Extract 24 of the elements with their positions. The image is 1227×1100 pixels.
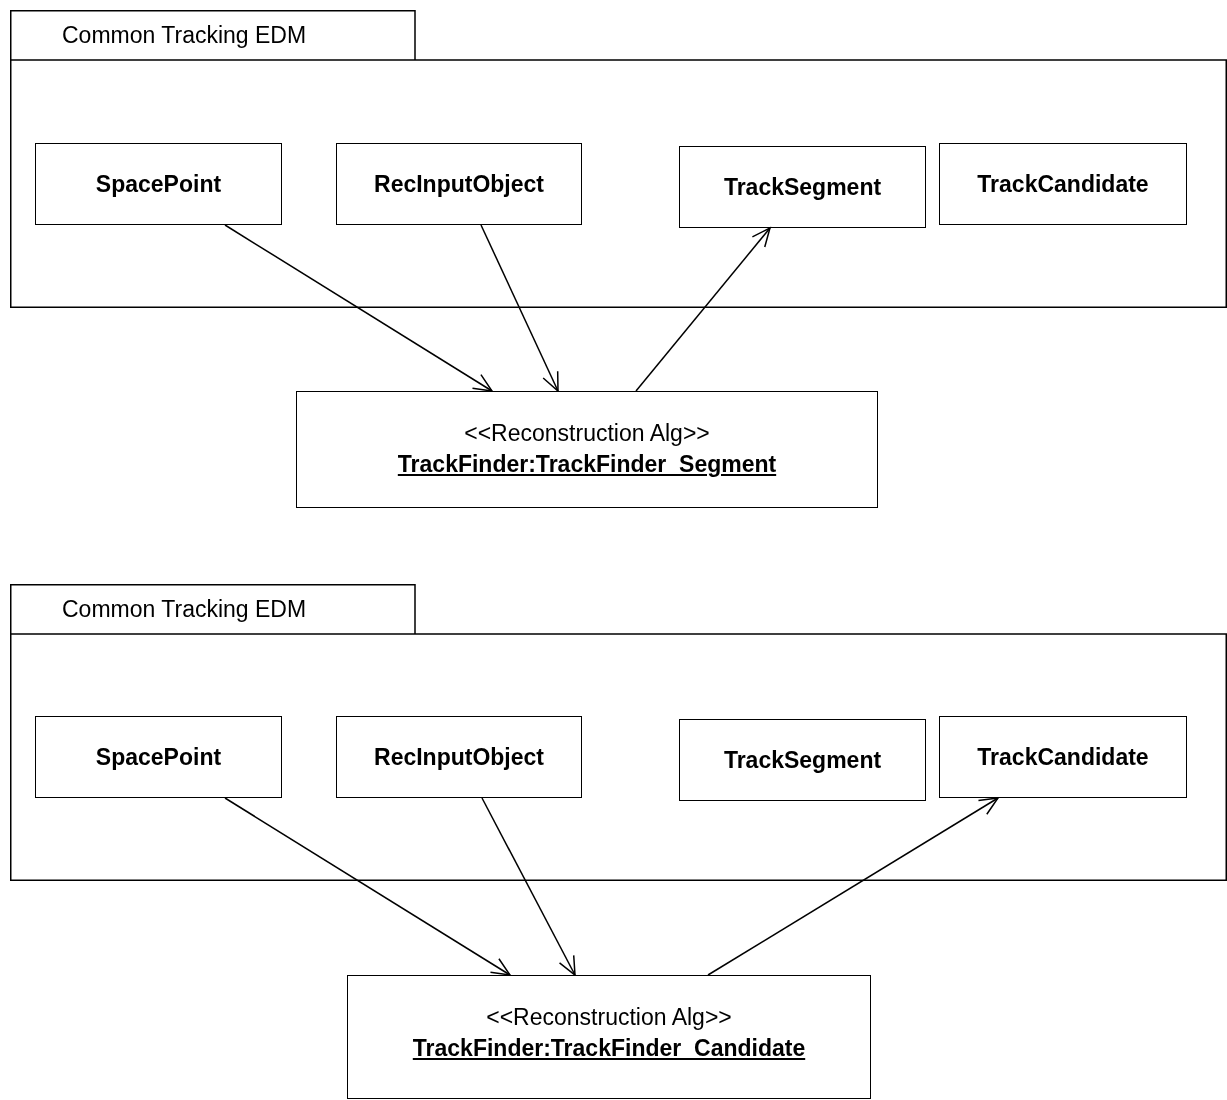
arrow	[635, 227, 771, 392]
arrow	[707, 797, 999, 976]
arrow	[224, 224, 493, 392]
arrow	[481, 797, 576, 976]
package-frame	[10, 10, 1227, 308]
class-box: TrackCandidate	[939, 143, 1187, 225]
arrow	[480, 224, 559, 392]
algorithm-box	[347, 975, 871, 1099]
algorithm-box	[296, 391, 878, 508]
class-box: RecInputObject	[336, 716, 582, 798]
stereotype-label: <<Reconstruction Alg>>	[486, 1004, 732, 1031]
package-name: Common Tracking EDM	[62, 22, 307, 49]
class-box: SpacePoint	[35, 716, 282, 798]
class-box: TrackCandidate	[939, 716, 1187, 798]
arrow	[224, 797, 511, 976]
package-frame	[10, 584, 1227, 881]
class-box: TrackSegment	[679, 719, 926, 801]
stereotype-label: <<Reconstruction Alg>>	[464, 420, 710, 447]
instance-name: TrackFinder:TrackFinder_Candidate	[412, 1035, 806, 1062]
instance-name: TrackFinder:TrackFinder_Segment	[397, 451, 777, 478]
class-box: TrackSegment	[679, 146, 926, 228]
class-box: SpacePoint	[35, 143, 282, 225]
class-box: RecInputObject	[336, 143, 582, 225]
package-name: Common Tracking EDM	[62, 596, 307, 623]
